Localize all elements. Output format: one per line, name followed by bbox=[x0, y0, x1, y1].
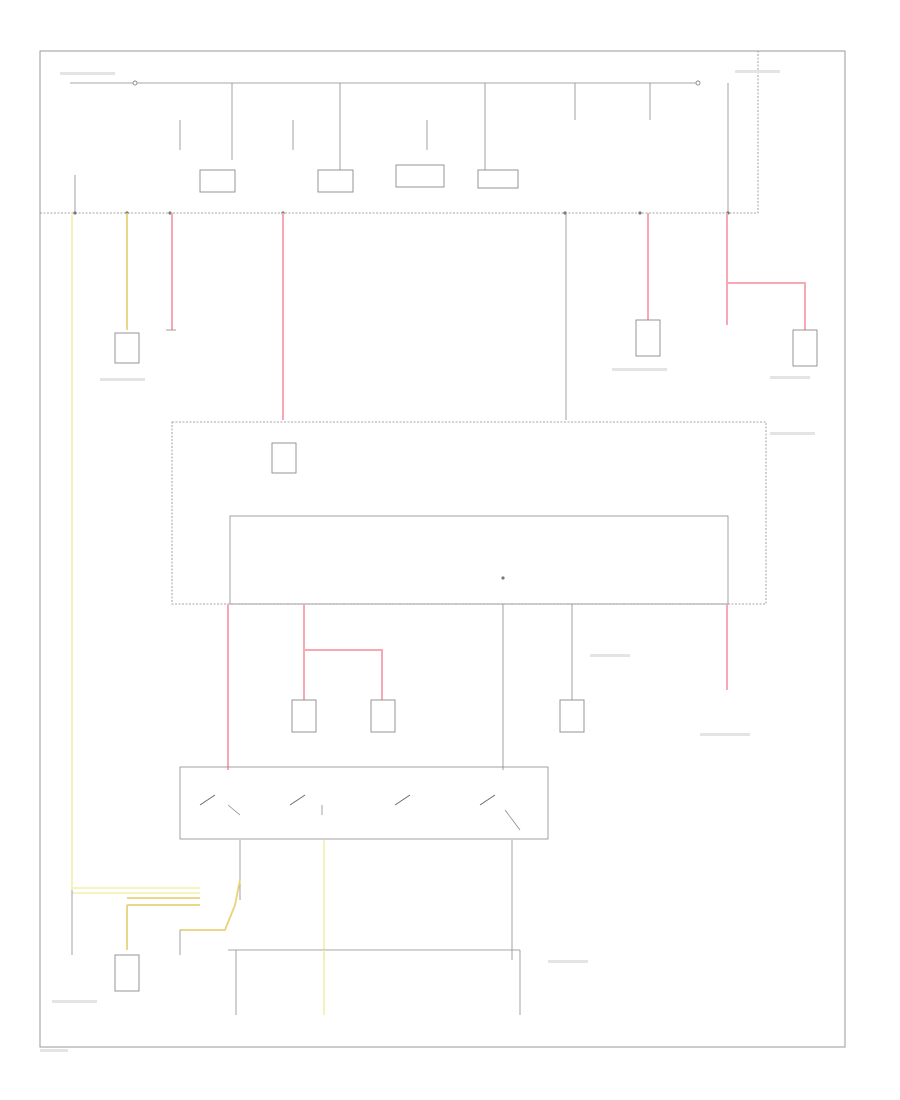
fuse-block bbox=[40, 51, 759, 215]
bottom-components bbox=[114, 954, 140, 992]
diagram-frame bbox=[39, 50, 846, 1048]
lower-wires bbox=[227, 604, 728, 770]
ignition-switch bbox=[179, 766, 549, 840]
lower-components bbox=[291, 699, 585, 733]
bottom-wires bbox=[71, 840, 521, 1015]
bcm-block bbox=[171, 421, 767, 605]
upper-components bbox=[114, 319, 818, 367]
faint-label-marks bbox=[40, 70, 815, 1052]
upper-wires bbox=[71, 213, 806, 890]
